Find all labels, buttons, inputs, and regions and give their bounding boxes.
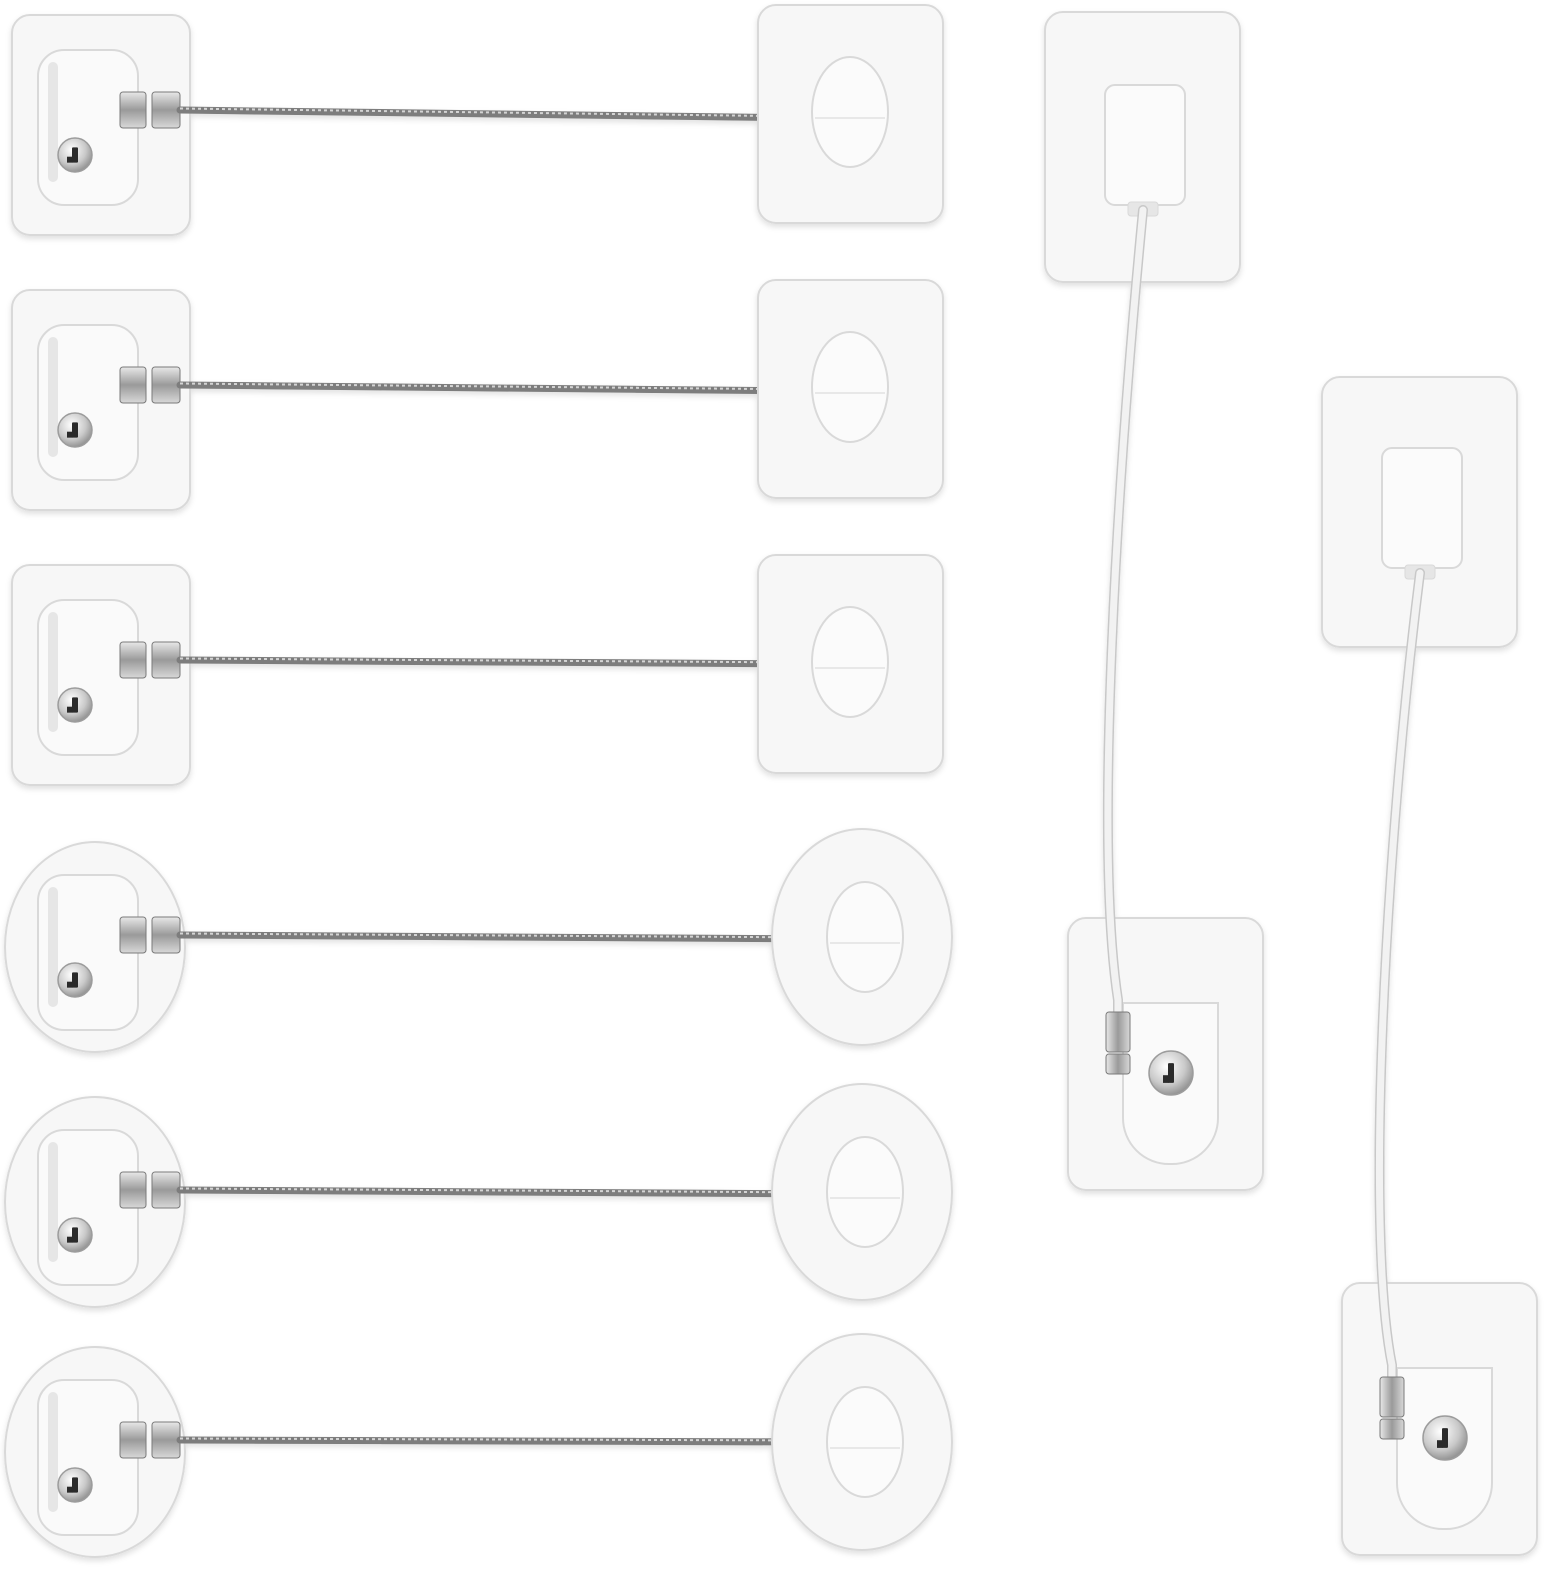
metal-ferrule [151,916,181,954]
metal-ferrule [151,1421,181,1459]
steel-cable [176,106,814,122]
keyhole-slot [1168,1063,1174,1083]
keyhole-slot [72,972,78,988]
keyhole-slot [72,1227,78,1243]
keyhole-notch [67,1236,73,1243]
lock-5-horizontal-lock [4,1083,953,1308]
white-cable [1104,206,1147,1034]
steel-cable-twist [179,1187,829,1194]
steel-cable-twist [179,657,816,664]
metal-ferrule [119,641,147,679]
steel-cable-twist [179,1437,829,1442]
lock-4-horizontal-lock [4,828,953,1053]
lock-body-highlight [48,612,58,732]
keyhole-slot [72,147,78,163]
metal-ferrule [1379,1376,1405,1418]
metal-ferrule [1379,1418,1405,1440]
keyhole-notch [67,981,73,988]
anchor-knob [811,56,889,168]
keyhole-slot [72,1477,78,1493]
metal-ferrule [151,641,181,679]
lock-body-highlight [48,1392,58,1512]
metal-ferrule [119,1421,147,1459]
anchor-knob [826,881,904,993]
metal-ferrule [119,916,147,954]
lock-body-highlight [48,887,58,1007]
anchor-knob [811,606,889,718]
keyhole-notch [67,431,73,438]
keyhole-notch [1437,1440,1443,1448]
metal-ferrule [151,1171,181,1209]
keyhole-notch [67,1486,73,1493]
keyhole-notch [67,156,73,163]
metal-ferrule [119,91,147,129]
lock-body-highlight [48,62,58,182]
metal-ferrule [1105,1011,1131,1053]
cable-plug-block [1104,84,1186,206]
metal-ferrule [119,1171,147,1209]
keyhole-notch [1163,1075,1169,1083]
steel-cable [176,656,819,668]
lock-body-highlight [48,1142,58,1262]
metal-ferrule [151,366,181,404]
anchor-knob [811,331,889,443]
lock-1-horizontal-lock [11,4,944,236]
keyhole-notch [67,706,73,713]
lock-6-horizontal-lock [4,1333,953,1558]
anchor-knob [826,1386,904,1498]
steel-cable [176,931,832,943]
steel-cable-twist [179,932,829,939]
steel-cable [176,1186,832,1198]
steel-cable [176,381,819,395]
keyhole-slot [72,422,78,438]
lock-2-horizontal-lock [11,279,944,511]
lock-7-vertical-lock [1044,11,1264,1191]
anchor-knob [826,1136,904,1248]
steel-cable [176,1436,832,1446]
lock-3-horizontal-lock [11,554,944,786]
steel-cable-twist [179,382,816,391]
keyhole-slot [1442,1428,1448,1448]
cable-plug-block [1381,447,1463,569]
keyhole-slot [72,697,78,713]
lock-body-highlight [48,337,58,457]
white-cable [1375,569,1424,1399]
metal-ferrule [1105,1053,1131,1075]
lock-8-vertical-lock [1321,376,1538,1556]
metal-ferrule [119,366,147,404]
metal-ferrule [151,91,181,129]
